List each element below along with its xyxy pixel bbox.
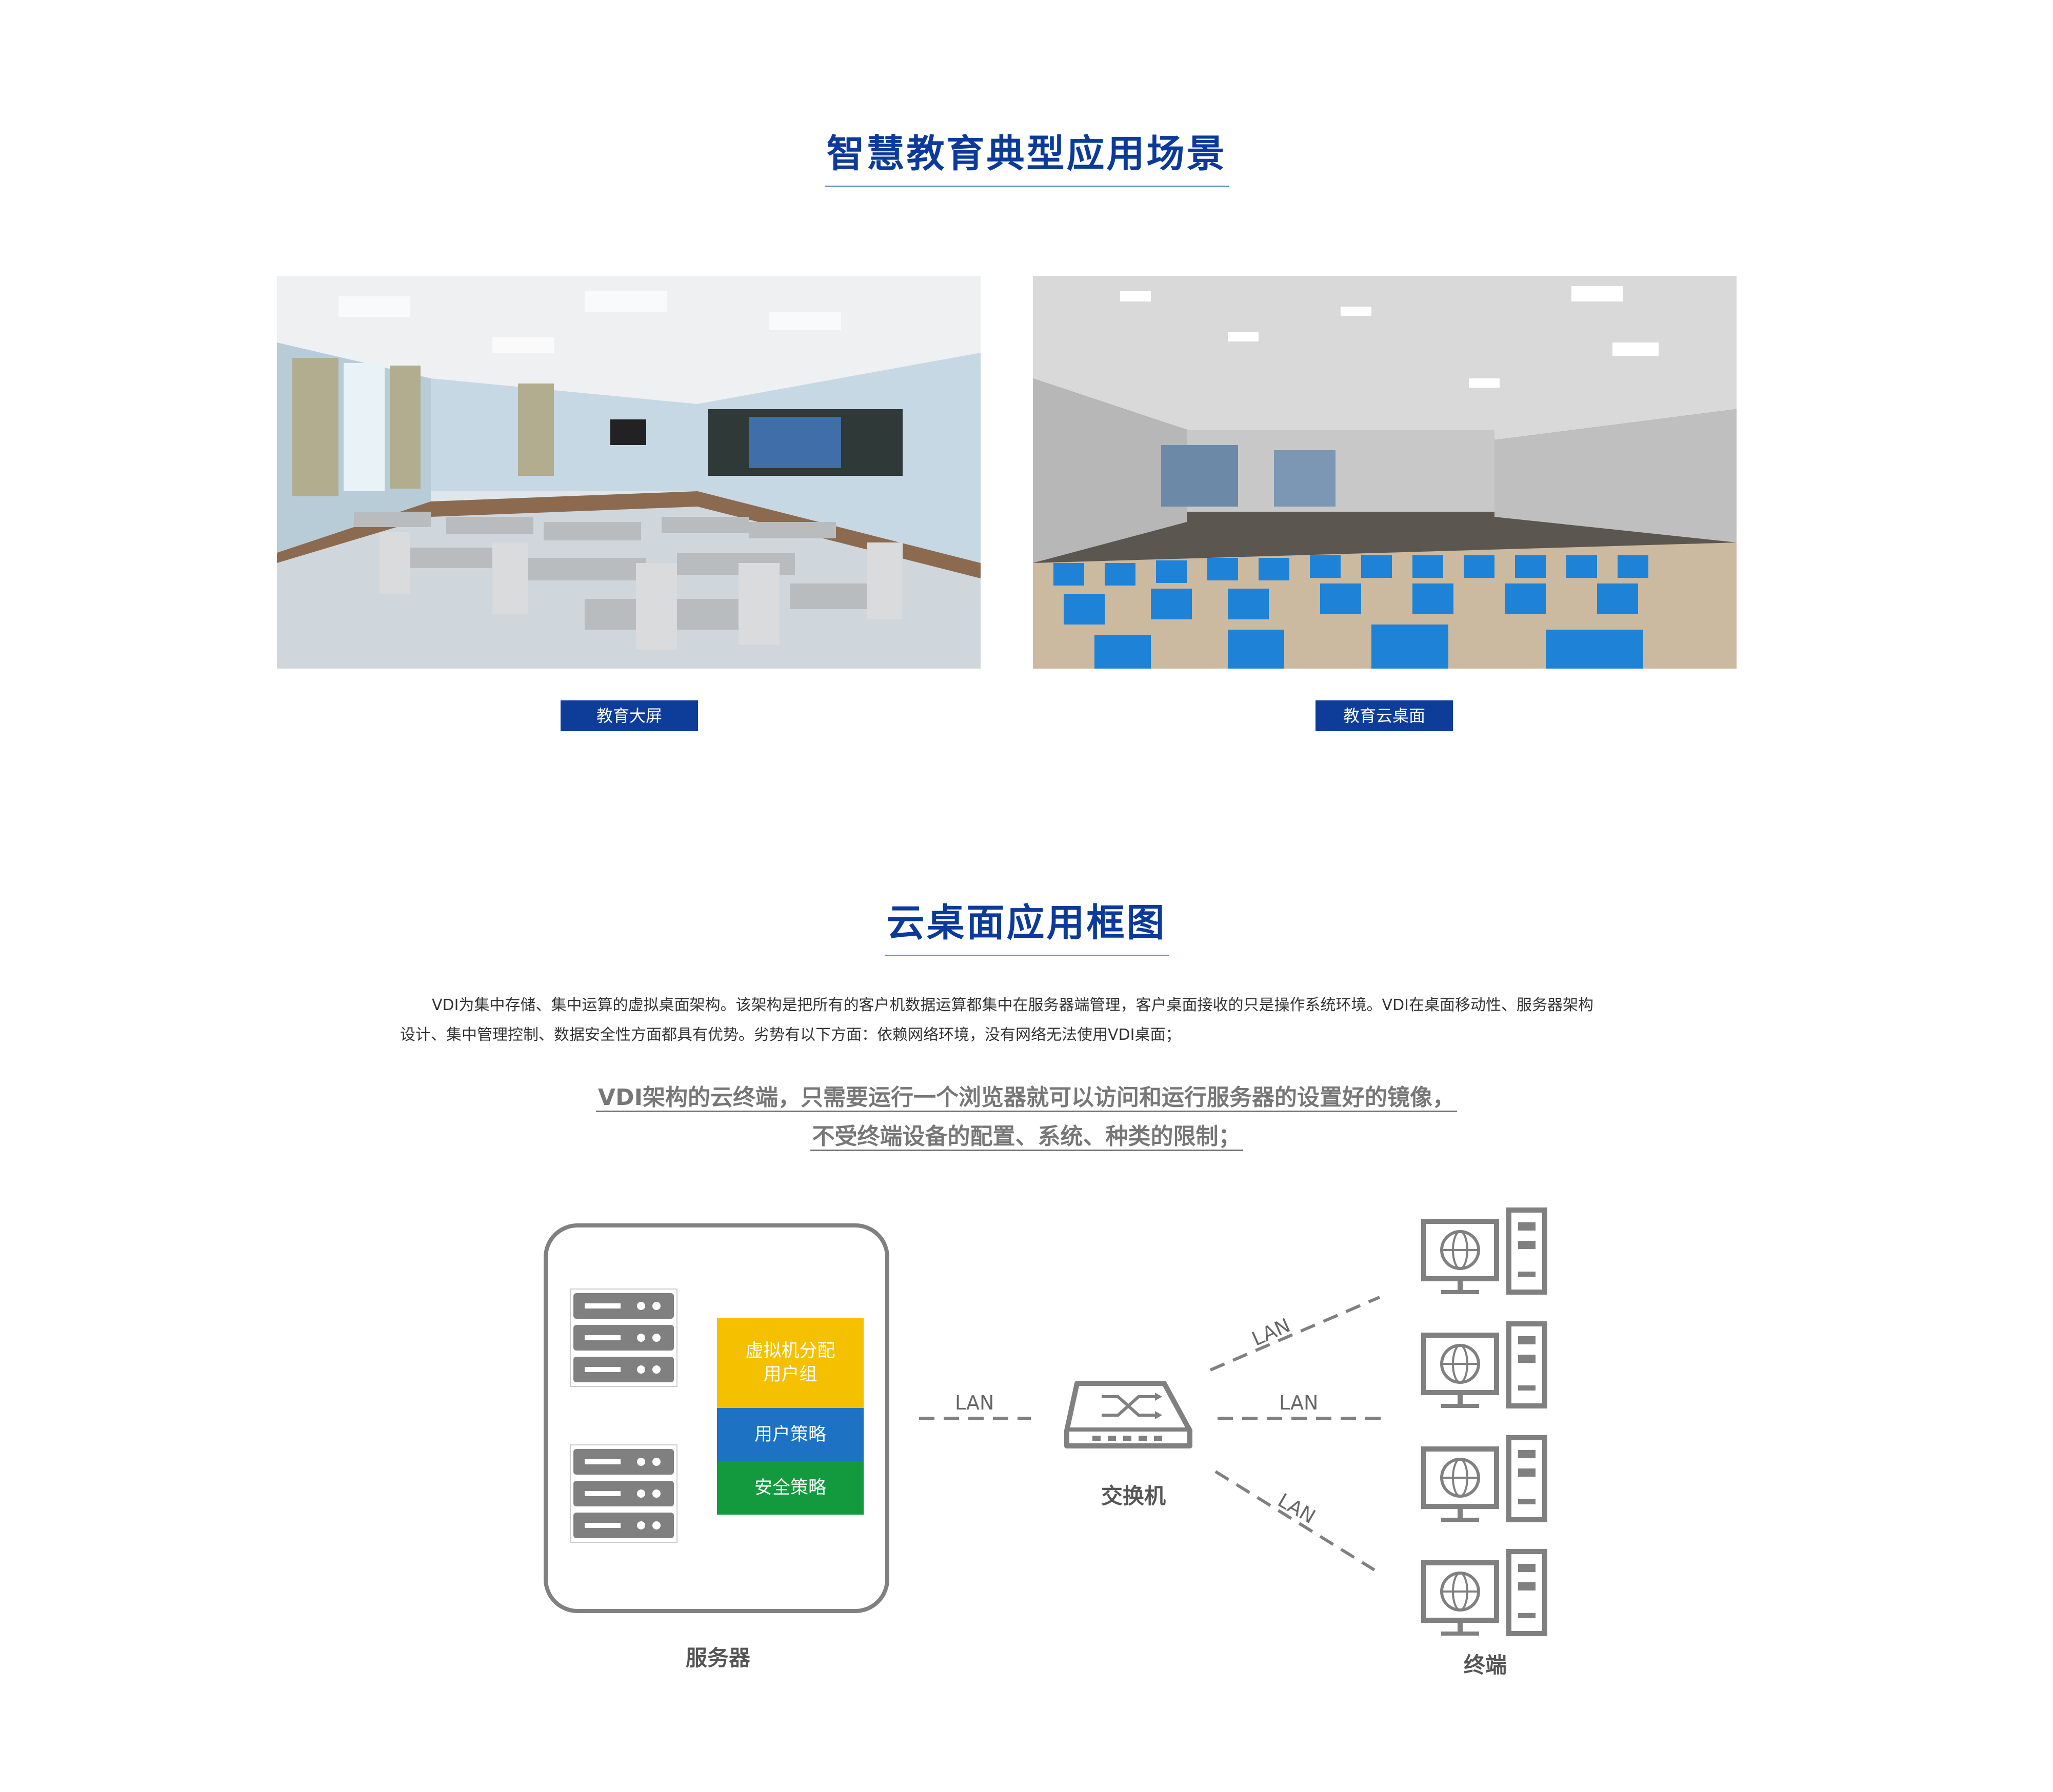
server-label: 服务器	[685, 1645, 750, 1670]
switch-label: 交换机	[1101, 1483, 1166, 1508]
user-policy-block: 用户策略	[717, 1408, 864, 1461]
classroom-photo	[277, 276, 981, 669]
caption-education-cloud-desktop: 教育云桌面	[1315, 700, 1453, 731]
classroom-illustration	[277, 276, 981, 669]
lan-label-server: LAN	[955, 1392, 994, 1414]
section-title-scenarios-text: 智慧教育典型应用场景	[824, 129, 1229, 187]
lan-label-middle: LAN	[1279, 1392, 1319, 1414]
security-policy-block: 安全策略	[717, 1461, 864, 1515]
vm-allocation-block: 虚拟机分配 用户组	[717, 1318, 864, 1408]
highlight-line-1-text: VDI架构的云终端，只需要运行一个浏览器就可以访问和运行服务器的设置好的镜像，	[596, 1084, 1457, 1112]
terminal-computer-icon	[1421, 1321, 1547, 1408]
terminal-label: 终端	[1463, 1653, 1507, 1678]
section-title-framework: 云桌面应用框图	[0, 898, 2053, 956]
rack-server-icon	[570, 1444, 677, 1543]
lan-connections	[919, 1296, 1382, 1572]
network-switch-icon	[1064, 1381, 1192, 1448]
highlight-line-2-text: 不受终端设备的配置、系统、种类的限制；	[810, 1123, 1243, 1151]
intro-line-2: 设计、集中管理控制、数据安全性方面都具有优势。劣势有以下方面：依赖网络环境，没有…	[400, 1026, 1181, 1044]
computer-lab-illustration	[1033, 276, 1737, 669]
terminal-computer-icon	[1421, 1435, 1547, 1522]
vm-allocation-line-2: 用户组	[763, 1364, 818, 1385]
computer-lab-photo	[1033, 276, 1737, 669]
intro-line-1-text: VDI为集中存储、集中运算的虚拟桌面架构。该架构是把所有的客户机数据运算都集中在…	[432, 996, 1593, 1014]
intro-line-1: VDI为集中存储、集中运算的虚拟桌面架构。该架构是把所有的客户机数据运算都集中在…	[400, 991, 1672, 1020]
caption-education-screen: 教育大屏	[561, 700, 698, 731]
highlight-line-2: 不受终端设备的配置、系统、种类的限制；	[0, 1119, 2053, 1155]
section-title-scenarios: 智慧教育典型应用场景	[0, 129, 2053, 187]
vm-allocation-line-1: 虚拟机分配	[745, 1341, 835, 1361]
rack-server-icon	[570, 1288, 677, 1387]
terminal-computer-icon	[1421, 1207, 1547, 1295]
terminal-computer-icon	[1421, 1549, 1547, 1636]
intro-paragraph: VDI为集中存储、集中运算的虚拟桌面架构。该架构是把所有的客户机数据运算都集中在…	[400, 991, 1672, 1050]
highlight-line-1: VDI架构的云终端，只需要运行一个浏览器就可以访问和运行服务器的设置好的镜像，	[0, 1080, 2053, 1116]
section-title-framework-text: 云桌面应用框图	[884, 898, 1169, 956]
server-frame	[544, 1223, 889, 1613]
